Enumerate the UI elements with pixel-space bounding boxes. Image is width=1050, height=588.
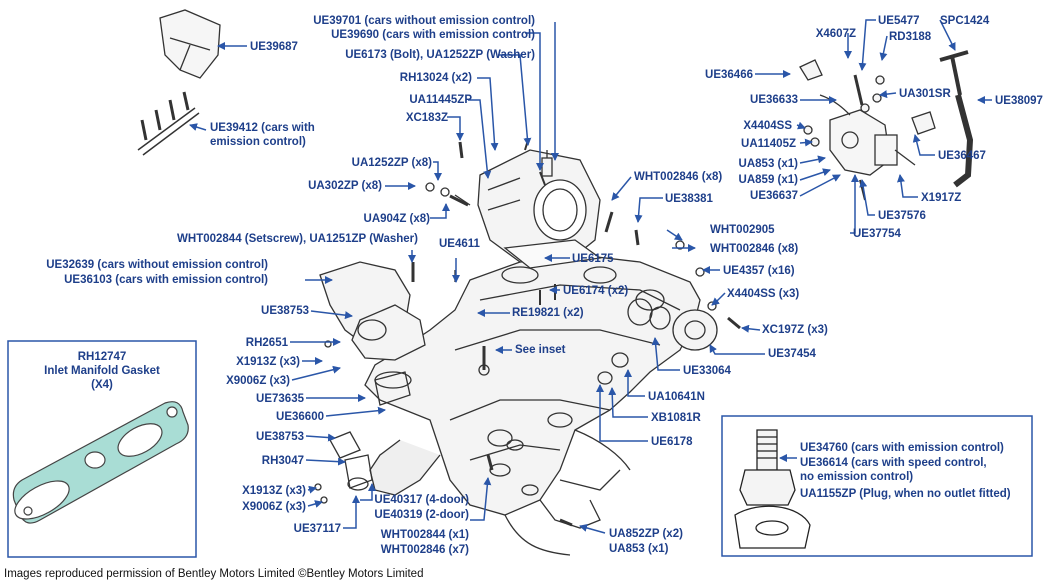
label-ua301sr: UA301SR xyxy=(899,88,951,100)
label-ua11445zp: UA11445ZP xyxy=(409,94,472,106)
label-ua302zp: UA302ZP (x8) xyxy=(308,180,382,192)
label-xc197z: XC197Z (x3) xyxy=(762,324,828,336)
label-ue38753-a: UE38753 xyxy=(261,305,309,317)
label-wht002846-x7: WHT002846 (x7) xyxy=(380,544,469,556)
label-ue38097: UE38097 xyxy=(995,95,1043,107)
label-x1913z-b: X1913Z (x3) xyxy=(242,485,306,497)
label-x4607z: X4607Z xyxy=(815,28,856,40)
label-ue5477: UE5477 xyxy=(878,15,920,27)
leader-lines xyxy=(189,19,992,534)
label-ua853-x1: UA853 (x1) xyxy=(738,158,798,170)
inset-label-ue36614: UE36614 (cars with speed control, no emi… xyxy=(800,457,987,483)
inlet-manifold-drawing xyxy=(314,139,741,556)
label-rh2651: RH2651 xyxy=(245,337,288,349)
gasket-drawing xyxy=(12,401,189,524)
vacuum-manifold-drawing xyxy=(137,91,200,156)
label-ue36103: UE36103 (cars with emission control) xyxy=(64,274,268,286)
label-ue36637: UE36637 xyxy=(750,190,798,202)
gasket-part-number: RH12747 xyxy=(77,351,127,363)
plug-drawing xyxy=(734,429,811,549)
label-ue39687: UE39687 xyxy=(250,41,298,53)
label-ue4357: UE4357 (x16) xyxy=(723,265,795,277)
label-ua904z: UA904Z (x8) xyxy=(363,213,430,225)
label-x1917z: X1917Z xyxy=(921,192,962,204)
label-ue33064: UE33064 xyxy=(683,365,731,377)
label-ue37454: UE37454 xyxy=(768,348,816,360)
label-ue40317: UE40317 (4-door) xyxy=(374,494,469,506)
label-ue39412: UE39412 (cars with emission control) xyxy=(210,122,315,148)
label-spc1424: SPC1424 xyxy=(940,15,990,27)
label-ue32639: UE32639 (cars without emission control) xyxy=(46,259,268,271)
label-x4404ss: X4404SS xyxy=(743,120,792,132)
label-ue6173: UE6173 (Bolt), UA1252ZP (Washer) xyxy=(345,49,535,61)
label-ua859-x1: UA859 (x1) xyxy=(738,174,798,186)
label-ua852zp: UA852ZP (x2) xyxy=(609,528,683,540)
copyright-credit: Images reproduced permission of Bentley … xyxy=(4,568,424,580)
inset-label-ue34760: UE34760 (cars with emission control) xyxy=(800,442,1004,454)
label-ue36633: UE36633 xyxy=(750,94,798,106)
label-xc183z: XC183Z xyxy=(405,112,448,124)
label-ue37117: UE37117 xyxy=(293,523,341,535)
label-wht002844-setscrew: WHT002844 (Setscrew), UA1251ZP (Washer) xyxy=(177,233,418,245)
label-x9006z-a: X9006Z (x3) xyxy=(226,375,290,387)
label-ue6178: UE6178 xyxy=(651,436,693,448)
inset-label-ua1155zp: UA1155ZP (Plug, when no outlet fitted) xyxy=(800,488,1011,500)
label-rd3188: RD3188 xyxy=(889,31,932,43)
label-re19821: RE19821 (x2) xyxy=(512,307,584,319)
label-ue36466: UE36466 xyxy=(705,69,753,81)
label-x4404ss-x3: X4404SS (x3) xyxy=(727,288,800,300)
label-ue39701: UE39701 (cars without emission control) xyxy=(313,15,535,27)
label-ue38381: UE38381 xyxy=(665,193,713,205)
label-ue36467: UE36467 xyxy=(938,150,986,162)
label-x9006z-b: X9006Z (x3) xyxy=(242,501,306,513)
label-wht002846-b: WHT002846 (x8) xyxy=(710,243,799,255)
label-ue37576: UE37576 xyxy=(878,210,926,222)
label-ue37754: UE37754 xyxy=(853,228,901,240)
label-ua853-b: UA853 (x1) xyxy=(609,543,669,555)
label-rh13024: RH13024 (x2) xyxy=(399,72,472,84)
gasket-name: Inlet Manifold Gasket xyxy=(44,365,160,377)
bracket-drawing xyxy=(159,9,221,79)
label-wht002844-x1: WHT002844 (x1) xyxy=(380,529,469,541)
label-see-inset: See inset xyxy=(515,344,566,356)
label-ue6174: UE6174 (x2) xyxy=(563,285,629,297)
valve-assembly-drawing xyxy=(799,50,974,201)
label-rh3047: RH3047 xyxy=(261,455,304,467)
label-wht002846-a: WHT002846 (x8) xyxy=(634,171,723,183)
label-xb1081r: XB1081R xyxy=(651,412,701,424)
label-ua11405z: UA11405Z xyxy=(741,138,796,150)
label-ue4611: UE4611 xyxy=(439,238,480,250)
label-ue36600: UE36600 xyxy=(276,411,324,423)
label-x1913z-a: X1913Z (x3) xyxy=(236,356,300,368)
label-ue6175: UE6175 xyxy=(572,253,614,265)
label-ue38753-b: UE38753 xyxy=(256,431,304,443)
label-ue39690: UE39690 (cars with emission control) xyxy=(331,29,535,41)
label-ua10641n: UA10641N xyxy=(648,391,705,403)
label-ua1252zp: UA1252ZP (x8) xyxy=(351,157,432,169)
label-ue73635: UE73635 xyxy=(256,393,304,405)
gasket-quantity: (X4) xyxy=(91,379,113,391)
label-wht002905: WHT002905 xyxy=(710,224,775,236)
label-ue40319: UE40319 (2-door) xyxy=(374,509,469,521)
